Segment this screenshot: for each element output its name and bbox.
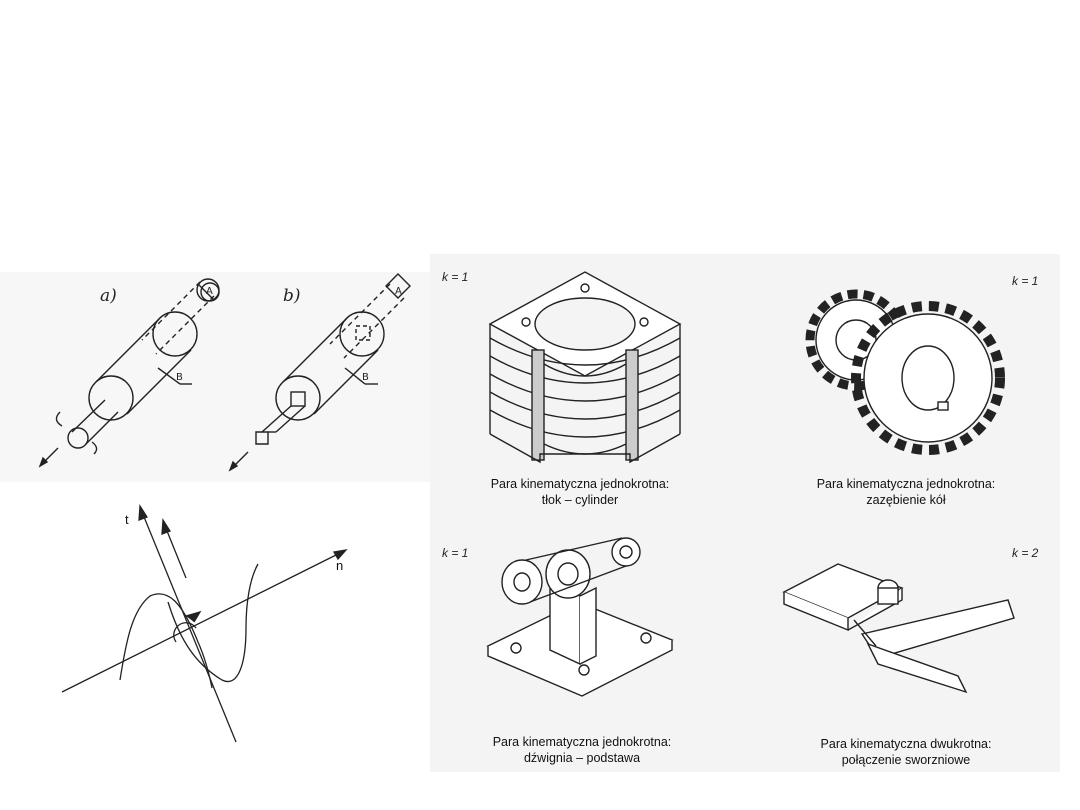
large-gear xyxy=(851,301,1005,455)
cylinder-cut-left xyxy=(531,349,545,461)
piston-k-label: k = 1 xyxy=(442,270,469,284)
shaft-a-rod-front xyxy=(67,427,89,449)
lever-caption-line1: Para kinematyczna jednokrotna: xyxy=(492,735,672,749)
pin-caption: Para kinematyczna dwukrotna: połączenie … xyxy=(776,736,1036,768)
piston-cylinder-drawing xyxy=(488,271,682,464)
pin-joint-drawing xyxy=(782,563,1015,694)
shaft-b-outer-front xyxy=(275,375,321,421)
label-b: b) xyxy=(283,286,301,306)
mark-b-shaft-a: B xyxy=(176,372,183,383)
mark-b-shaft-b: B xyxy=(362,372,369,383)
gears-caption-line2: zazębienie kół xyxy=(866,493,946,507)
piston-caption-line2: tłok – cylinder xyxy=(541,493,619,507)
shaft-a-outer-end xyxy=(152,311,198,357)
contact-drawing xyxy=(61,503,348,743)
gears-caption-line1: Para kinematyczna jednokrotna: xyxy=(816,477,996,491)
gears-k-label: k = 1 xyxy=(1012,274,1039,288)
pin-caption-line1: Para kinematyczna dwukrotna: xyxy=(820,737,992,751)
contact-panel: t n xyxy=(0,492,352,750)
shafts-panel: a) b) A B A B xyxy=(0,272,430,482)
gears-drawing xyxy=(805,289,1005,455)
lever-k-label: k = 1 xyxy=(442,546,469,560)
piston-caption-line1: Para kinematyczna jednokrotna: xyxy=(490,477,670,491)
piston-caption: Para kinematyczna jednokrotna: tłok – cy… xyxy=(450,476,710,508)
gears-caption: Para kinematyczna jednokrotna: zazębieni… xyxy=(776,476,1036,508)
label-a: a) xyxy=(100,286,117,306)
lever-rollers xyxy=(501,537,641,605)
pin-k-label: k = 2 xyxy=(1012,546,1039,560)
cylinder-cut-right xyxy=(625,349,639,461)
lever-caption-line2: dźwignia – podstawa xyxy=(523,751,641,765)
mark-a-shaft-b: A xyxy=(395,286,402,297)
axis-t-label: t xyxy=(125,512,129,527)
pin-link-b xyxy=(866,642,968,694)
shaft-a-outer-front xyxy=(88,375,134,421)
cylinder-fins xyxy=(489,324,681,438)
tangent-line xyxy=(141,511,237,743)
right-profile xyxy=(167,563,259,683)
mark-a-shaft-a: A xyxy=(206,286,213,297)
lever-caption: Para kinematyczna jednokrotna: dźwignia … xyxy=(452,734,712,766)
kinematic-pairs-panel: k = 1 Para kinematyczna jednokrotna: tło… xyxy=(430,254,1060,772)
pin-caption-line2: połączenie sworzniowe xyxy=(841,753,971,767)
left-profile xyxy=(119,593,213,689)
axis-n-label: n xyxy=(336,558,344,573)
normal-line xyxy=(61,551,343,693)
shafts-drawing xyxy=(38,273,411,472)
lever-base-drawing xyxy=(486,537,674,697)
